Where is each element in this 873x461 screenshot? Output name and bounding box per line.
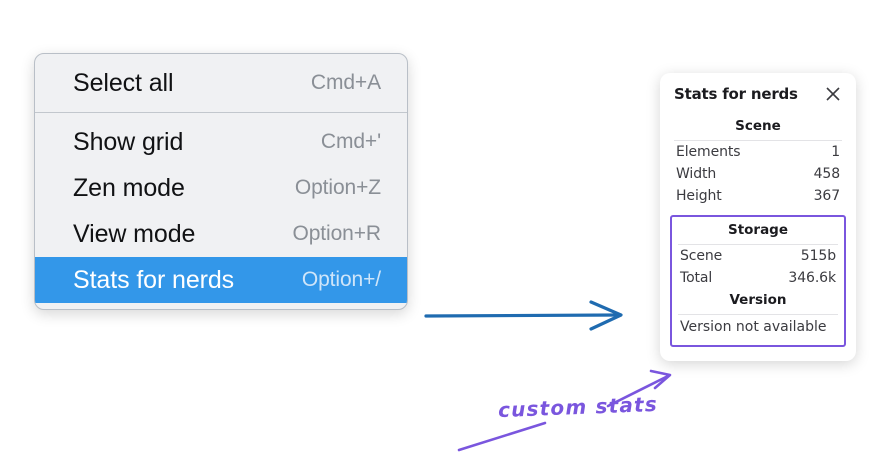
section-heading-storage: Storage [727, 222, 789, 238]
menu-item-zen-mode[interactable]: Zen mode Option+Z [35, 165, 407, 211]
menu-item-select-all[interactable]: Select all Cmd+A [35, 60, 407, 106]
menu-item-label: View mode [73, 219, 196, 248]
stat-key: Elements [676, 144, 741, 160]
close-icon[interactable] [824, 85, 842, 103]
menu-item-stats-for-nerds[interactable]: Stats for nerds Option+/ [35, 257, 407, 303]
menu-item-shortcut: Option+/ [301, 268, 381, 291]
menu-item-shortcut: Option+Z [294, 176, 381, 199]
stat-value: 346.6k [788, 270, 836, 286]
stat-row-width: Width 458 [670, 163, 846, 185]
section-heading-scene: Scene [735, 118, 781, 134]
panel-header: Stats for nerds [670, 85, 846, 103]
stat-key: Height [676, 188, 722, 204]
menu-item-shortcut: Cmd+' [320, 130, 381, 153]
menu-item-label: Zen mode [73, 173, 185, 202]
purple-underline-stroke [457, 421, 547, 452]
custom-stats-section: Storage Scene 515b Total 346.6k Version … [670, 215, 846, 347]
stat-key: Width [676, 166, 717, 182]
context-menu[interactable]: Select all Cmd+A Show grid Cmd+' Zen mod… [34, 53, 408, 310]
menu-item-label: Select all [73, 68, 174, 97]
section-heading-version: Version [729, 292, 787, 308]
menu-group-2: Show grid Cmd+' Zen mode Option+Z View m… [35, 112, 407, 309]
divider [674, 140, 842, 141]
stat-value: 367 [813, 188, 841, 204]
stat-value: 458 [813, 166, 841, 182]
stat-value: 1 [831, 144, 840, 160]
stat-value: 515b [800, 248, 836, 264]
stat-row-elements: Elements 1 [670, 141, 846, 163]
stat-row-storage-scene: Scene 515b [674, 245, 842, 267]
blue-arrow [424, 300, 623, 331]
menu-item-view-mode[interactable]: View mode Option+R [35, 211, 407, 257]
stat-row-storage-total: Total 346.6k [674, 267, 842, 289]
menu-item-label: Show grid [73, 127, 184, 156]
menu-group-1: Select all Cmd+A [35, 54, 407, 112]
divider [678, 244, 838, 245]
menu-item-shortcut: Cmd+A [310, 71, 381, 94]
version-text: Version not available [680, 319, 827, 335]
stat-key: Scene [680, 248, 723, 264]
stats-for-nerds-panel: Stats for nerds Scene Elements 1 Width 4… [660, 73, 856, 361]
stat-key: Total [680, 270, 713, 286]
stat-row-height: Height 367 [670, 185, 846, 207]
divider [678, 314, 838, 315]
menu-item-label: Stats for nerds [73, 265, 235, 294]
menu-item-shortcut: Option+R [292, 222, 381, 245]
handwritten-annotation-label: custom stats [497, 391, 659, 423]
menu-item-show-grid[interactable]: Show grid Cmd+' [35, 119, 407, 165]
panel-title: Stats for nerds [674, 85, 798, 103]
